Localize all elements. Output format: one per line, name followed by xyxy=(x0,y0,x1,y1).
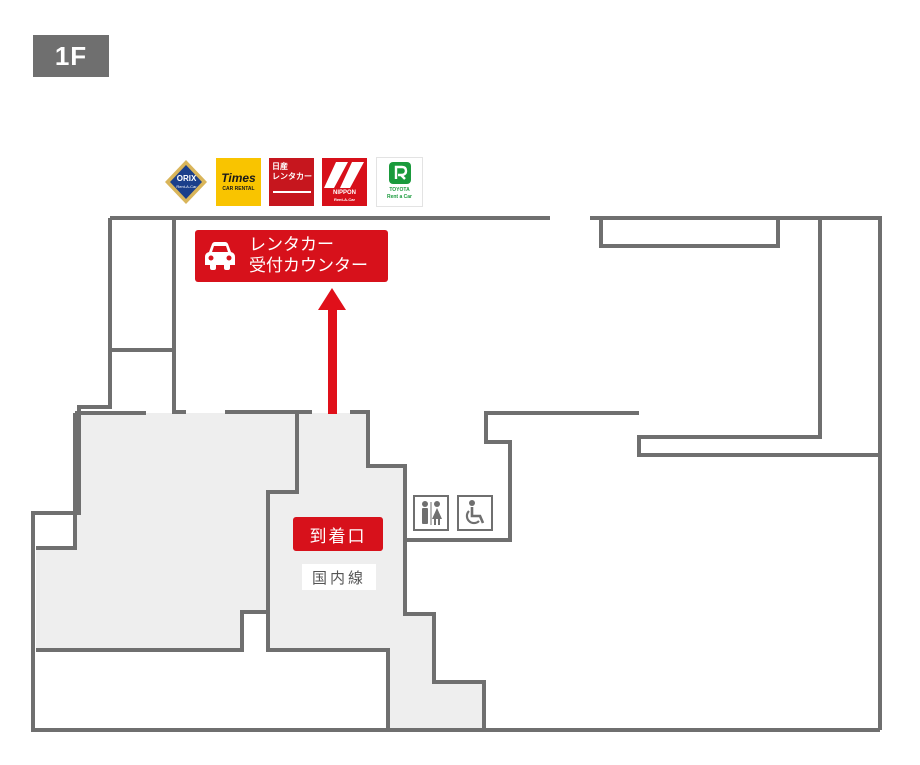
rental-counter-label: レンタカー 受付カウンター xyxy=(195,230,388,282)
floor-badge: 1F xyxy=(33,35,109,77)
wheelchair-icon xyxy=(457,495,493,531)
toyota-logo-name: TOYOTA xyxy=(389,187,410,193)
car-icon xyxy=(205,242,235,270)
times-logo-sub: CAR RENTAL xyxy=(222,186,255,192)
arrival-gate-label: 到着口 xyxy=(293,517,383,551)
nippon-logo-sub: Rent-A-Car xyxy=(333,197,356,202)
arrival-hall-area xyxy=(36,413,297,648)
toyota-logo: TOYOTA Rent a Car xyxy=(376,157,423,207)
nippon-logo: NIPPON Rent-A-Car xyxy=(322,158,367,206)
left-inner-wall xyxy=(172,218,186,414)
rental-counter-text: レンタカー 受付カウンター xyxy=(249,235,368,276)
nissan-logo-sub: レンタカー xyxy=(272,172,312,181)
arrival-corridor-area xyxy=(268,413,484,730)
domestic-label: 国内線 xyxy=(302,564,376,590)
direction-arrow-head xyxy=(318,288,346,310)
direction-arrow-shaft xyxy=(328,308,337,414)
orix-logo-name: ORIX xyxy=(176,174,197,183)
nippon-logo-name: NIPPON xyxy=(332,190,356,196)
outer-left-wall xyxy=(31,218,880,732)
orix-logo-sub: Rent-A-Car xyxy=(176,184,197,189)
nissan-logo-name: 日産 xyxy=(272,162,288,171)
top-wall-right xyxy=(590,216,882,730)
right-partition xyxy=(637,218,880,457)
upper-counter xyxy=(599,220,780,248)
gate-column xyxy=(266,414,299,612)
restroom-icon xyxy=(413,495,449,531)
orix-logo: ORIX Rent-A-Car xyxy=(164,158,209,206)
times-logo-name: Times xyxy=(221,171,256,185)
times-logo: Times CAR RENTAL xyxy=(216,158,261,206)
nissan-logo: 日産 レンタカー xyxy=(269,158,314,206)
right-room xyxy=(405,411,639,542)
gate-wall-right xyxy=(350,410,486,730)
toyota-logo-sub: Rent a Car xyxy=(386,194,412,200)
